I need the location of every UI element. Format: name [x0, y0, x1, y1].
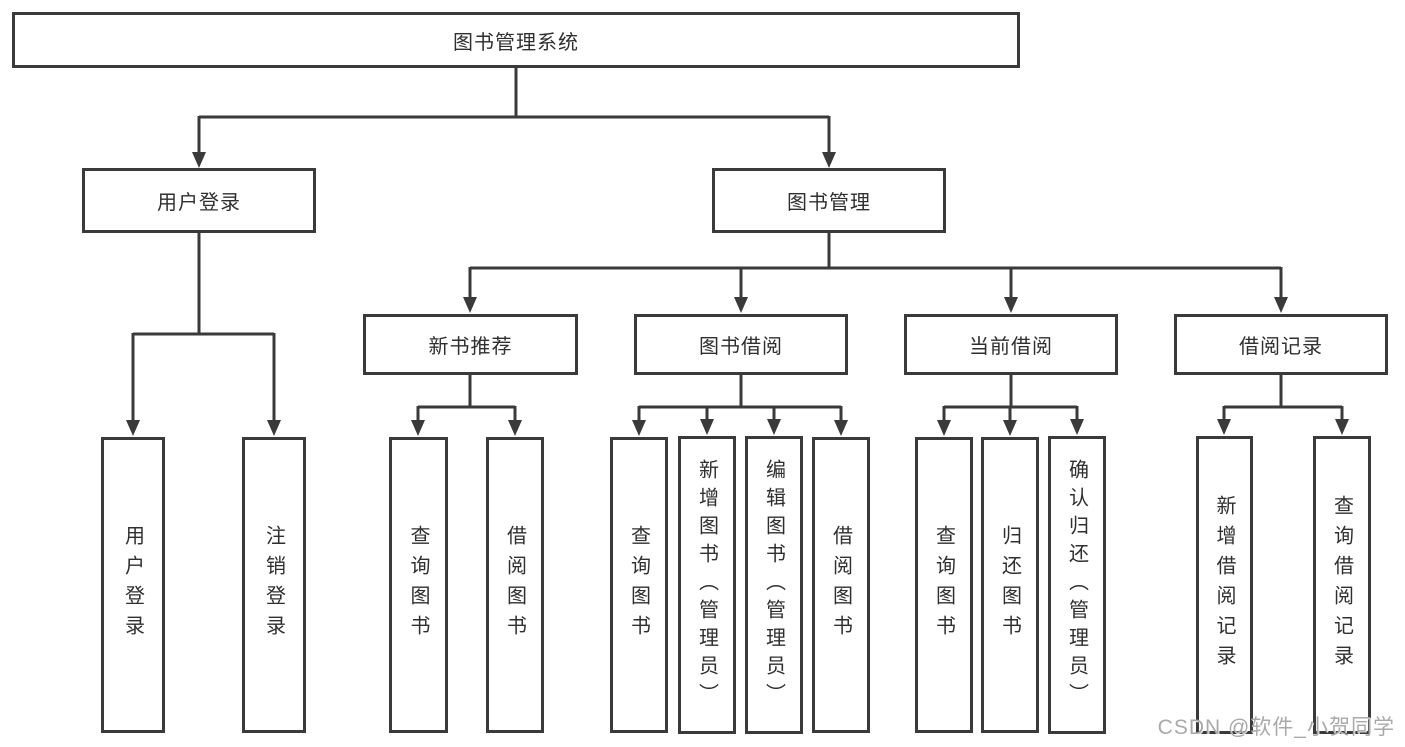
node-book-borrowing: 图书借阅	[634, 314, 848, 375]
leaf-add-borrow-record: 新增借阅记录	[1196, 436, 1253, 734]
node-label: 新增借阅记录	[1213, 495, 1235, 675]
leaf-return-books: 归还图书	[981, 437, 1039, 733]
node-label: 注销登录	[262, 525, 285, 645]
connector-line	[470, 233, 1281, 270]
leaf-search-books: 查询图书	[915, 437, 973, 733]
node-label: 查询图书	[407, 525, 429, 645]
node-label: 查询图书	[932, 525, 955, 645]
node-label: 归还图书	[998, 525, 1021, 645]
leaf-logout: 注销登录	[242, 437, 306, 733]
leaf-search-borrow-record: 查询借阅记录	[1313, 436, 1371, 734]
connector-line	[199, 68, 829, 119]
node-new-book-recommendation: 新书推荐	[363, 314, 578, 375]
leaf-borrow-books: 借阅图书	[812, 437, 870, 733]
node-label: 新增图书（管理员）	[695, 459, 718, 711]
node-label: 用户登录	[157, 192, 241, 214]
leaf-edit-books-admin: 编辑图书（管理员）	[745, 436, 803, 734]
leaf-confirm-return-admin: 确认归还（管理员）	[1048, 436, 1106, 734]
leaf-search-books: 查询图书	[610, 437, 668, 733]
node-label: 确认归还（管理员）	[1065, 459, 1088, 711]
node-book-management: 图书管理	[712, 168, 946, 233]
node-borrowing-records: 借阅记录	[1174, 314, 1388, 375]
leaf-add-books-admin: 新增图书（管理员）	[678, 436, 736, 734]
connector-line	[639, 375, 841, 409]
leaf-user-login: 用户登录	[101, 437, 165, 733]
connector-line	[944, 375, 1077, 409]
node-label: 图书借阅	[699, 336, 783, 358]
connector-line	[133, 233, 274, 336]
connector-line	[1224, 375, 1342, 409]
leaf-search-books: 查询图书	[389, 437, 448, 733]
node-label: 当前借阅	[969, 336, 1053, 358]
node-label: 借阅图书	[503, 525, 526, 645]
node-label: 查询图书	[627, 525, 650, 645]
node-label: 图书管理	[787, 192, 871, 214]
node-user-login: 用户登录	[82, 168, 316, 233]
node-label: 编辑图书（管理员）	[762, 459, 785, 711]
node-label: 用户登录	[121, 525, 144, 645]
node-library-management-system: 图书管理系统	[12, 12, 1020, 68]
node-label: 借阅图书	[829, 525, 852, 645]
node-label: 图书管理系统	[453, 31, 579, 54]
leaf-borrow-books: 借阅图书	[486, 437, 544, 733]
node-current-borrowing: 当前借阅	[904, 314, 1118, 375]
connector-line	[418, 375, 515, 409]
node-label: 查询借阅记录	[1330, 495, 1353, 675]
csdn-watermark: CSDN @软件_小贺同学	[1157, 716, 1395, 739]
node-label: 新书推荐	[428, 336, 513, 358]
node-label: 借阅记录	[1239, 336, 1323, 358]
